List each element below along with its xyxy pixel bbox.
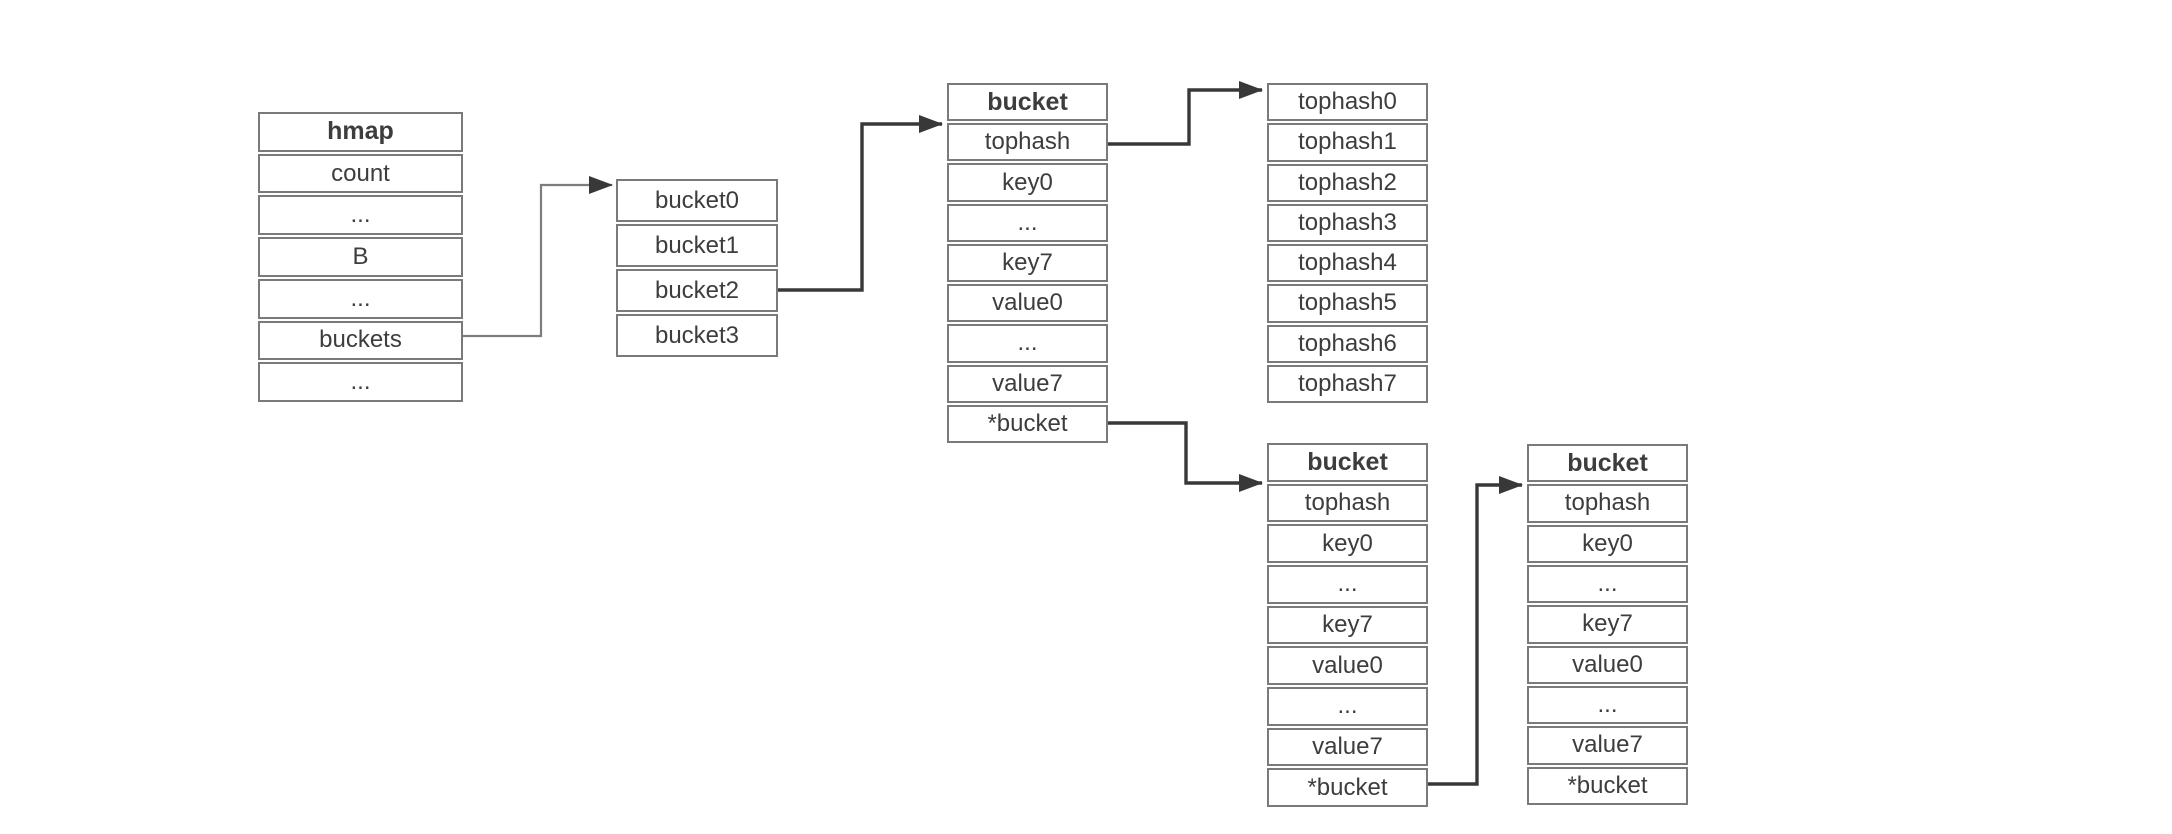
- arrow-tophash-to-tophash-array: [1108, 81, 1263, 146]
- overflow-bucket-2-row-tophash: tophash: [1527, 484, 1688, 523]
- overflow-bucket-1-title: bucket: [1267, 443, 1428, 482]
- overflow-bucket-2-row-ellipsis-2: ...: [1527, 685, 1688, 725]
- overflow-bucket-2-row-starbucket: *bucket: [1527, 766, 1688, 805]
- tophash-array-row-1: tophash1: [1267, 123, 1428, 162]
- tophash-array-box: tophash0 tophash1 tophash2 tophash3 toph…: [1267, 83, 1428, 403]
- overflow-bucket-2-row-key0: key0: [1527, 524, 1688, 563]
- bucket-array-row-bucket3: bucket3: [616, 314, 778, 357]
- hmap-row-ellipsis-1: ...: [258, 195, 463, 236]
- arrow-bucket2-to-bucket-struct: [778, 115, 943, 292]
- bucket-row-value0: value0: [947, 284, 1108, 323]
- tophash-array-row-3: tophash3: [1267, 203, 1428, 242]
- bucket-array-row-bucket2: bucket2: [616, 269, 778, 312]
- bucket-row-ellipsis-1: ...: [947, 203, 1108, 242]
- overflow-bucket-1-row-value0: value0: [1267, 646, 1428, 686]
- hmap-title: hmap: [258, 112, 463, 152]
- bucket-row-ellipsis-2: ...: [947, 324, 1108, 363]
- overflow-bucket-2-row-key7: key7: [1527, 605, 1688, 644]
- hmap-row-b: B: [258, 237, 463, 277]
- overflow-bucket-2-box: bucket tophash key0 ... key7 value0 ... …: [1527, 444, 1688, 805]
- hmap-row-buckets: buckets: [258, 320, 463, 361]
- overflow-bucket-1-row-starbucket: *bucket: [1267, 768, 1428, 808]
- overflow-bucket-2-row-ellipsis-1: ...: [1527, 564, 1688, 604]
- bucket-row-starbucket: *bucket: [947, 404, 1108, 443]
- hmap-row-ellipsis-3: ...: [258, 362, 463, 403]
- bucket-array-row-bucket1: bucket1: [616, 224, 778, 267]
- tophash-array-row-6: tophash6: [1267, 324, 1428, 363]
- overflow-bucket-1-row-value7: value7: [1267, 727, 1428, 767]
- bucket-row-tophash: tophash: [947, 123, 1108, 162]
- bucket-row-value7: value7: [947, 364, 1108, 403]
- overflow-bucket-2-title: bucket: [1527, 444, 1688, 483]
- arrow-overflow1-starbucket-to-overflow-bucket-2: [1428, 476, 1523, 786]
- tophash-array-row-4: tophash4: [1267, 244, 1428, 283]
- overflow-bucket-1-row-key0: key0: [1267, 524, 1428, 564]
- arrow-hmap-buckets-to-bucket-array: [463, 176, 613, 338]
- overflow-bucket-1-row-ellipsis-1: ...: [1267, 565, 1428, 604]
- bucket-struct-box: bucket tophash key0 ... key7 value0 ... …: [947, 83, 1108, 443]
- tophash-array-row-0: tophash0: [1267, 83, 1428, 122]
- overflow-bucket-1-box: bucket tophash key0 ... key7 value0 ... …: [1267, 443, 1428, 808]
- bucket-row-key0: key0: [947, 163, 1108, 202]
- overflow-bucket-2-row-value0: value0: [1527, 645, 1688, 684]
- bucket-title: bucket: [947, 83, 1108, 122]
- bucket-row-key7: key7: [947, 243, 1108, 283]
- tophash-array-row-2: tophash2: [1267, 163, 1428, 202]
- overflow-bucket-1-row-ellipsis-2: ...: [1267, 687, 1428, 726]
- hmap-struct-box: hmap count ... B ... buckets ...: [258, 112, 463, 403]
- overflow-bucket-1-row-tophash: tophash: [1267, 483, 1428, 523]
- bucket-array-box: bucket0 bucket1 bucket2 bucket3: [616, 179, 778, 357]
- arrow-starbucket-to-overflow-bucket-1: [1108, 421, 1263, 492]
- hmap-row-count: count: [258, 153, 463, 194]
- overflow-bucket-2-row-value7: value7: [1527, 726, 1688, 765]
- bucket-array-row-bucket0: bucket0: [616, 179, 778, 222]
- tophash-array-row-7: tophash7: [1267, 364, 1428, 403]
- overflow-bucket-1-row-key7: key7: [1267, 605, 1428, 645]
- tophash-array-row-5: tophash5: [1267, 284, 1428, 323]
- hmap-row-ellipsis-2: ...: [258, 278, 463, 319]
